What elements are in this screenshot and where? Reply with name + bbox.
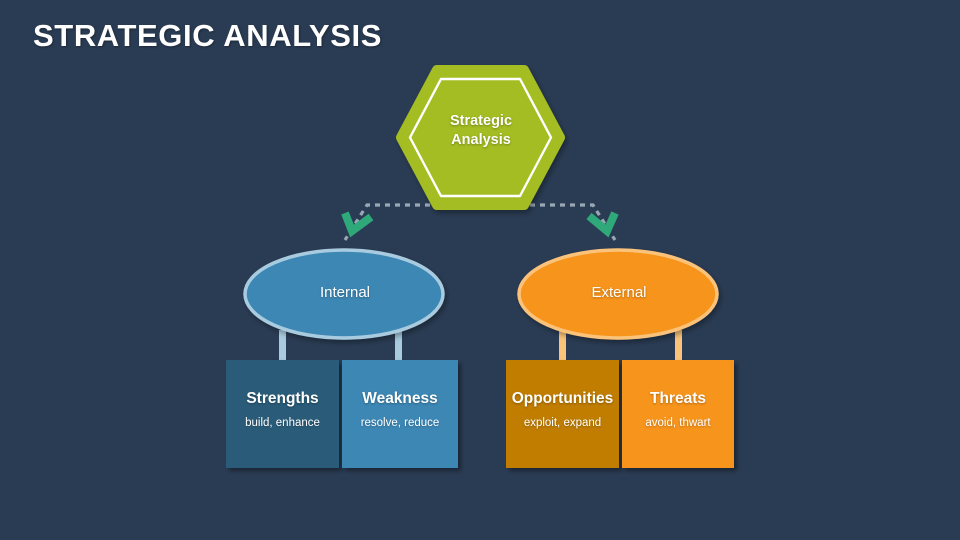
connector-group xyxy=(341,203,619,241)
stem-threats xyxy=(675,330,682,361)
card-weakness[interactable] xyxy=(342,360,458,468)
page-title: STRATEGIC ANALYSIS xyxy=(33,18,382,53)
arrowhead-internal-icon xyxy=(341,211,374,238)
ellipse-internal[interactable] xyxy=(243,248,445,340)
stem-opportunities xyxy=(559,330,566,361)
stem-strengths xyxy=(279,330,286,361)
card-group xyxy=(226,360,734,468)
stem-weakness xyxy=(395,330,402,361)
hexagon-inner-outline xyxy=(408,77,553,198)
card-strengths[interactable] xyxy=(226,360,339,468)
center-hexagon-node[interactable] xyxy=(396,65,565,210)
ellipse-external[interactable] xyxy=(517,248,719,340)
hexagon-shape xyxy=(396,65,565,210)
arrowhead-external-icon xyxy=(586,211,619,238)
stem-group xyxy=(279,330,682,361)
card-opportunities[interactable] xyxy=(506,360,619,468)
card-threats[interactable] xyxy=(622,360,734,468)
